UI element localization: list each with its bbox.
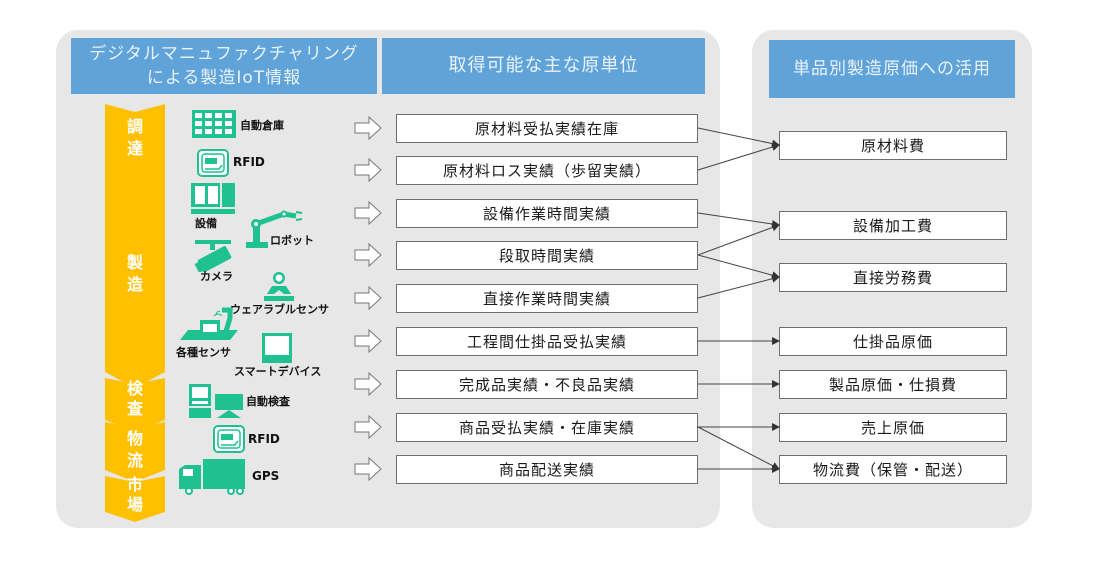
cost-item-direct-labor: 直接労務費 xyxy=(779,263,1007,292)
cost-item-wip-cost: 仕掛品原価 xyxy=(779,327,1007,356)
device-label: カメラ xyxy=(200,270,233,283)
connector-arrow-4 xyxy=(697,254,780,280)
device-label: 各種センサ xyxy=(176,346,231,359)
iot-panel xyxy=(56,30,720,528)
header-cost-usage: 単品別製造原価への活用 xyxy=(769,40,1015,98)
automated-inspection-icon xyxy=(189,384,243,418)
stage-inspection-label: 検 査 xyxy=(105,378,165,434)
hollow-arrow-icon xyxy=(354,201,382,225)
stage-label-char: 物 xyxy=(126,429,143,448)
hollow-arrow-icon xyxy=(354,329,382,353)
stage-label-char: 達 xyxy=(126,139,143,158)
device-label: 自動検査 xyxy=(246,395,290,408)
stage-procurement-label: 調 達 xyxy=(105,104,165,194)
metric-goods-delivery: 商品配送実績 xyxy=(396,455,698,484)
stage-label-char: 流 xyxy=(126,451,143,470)
device-label: RFID xyxy=(233,155,265,169)
hollow-arrow-icon xyxy=(354,372,382,396)
stage-label-char: 調 xyxy=(126,117,143,136)
cost-item-equipment-processing: 設備加工費 xyxy=(779,211,1007,240)
connector-arrow-5 xyxy=(697,274,780,299)
connector-arrow-1 xyxy=(697,143,780,171)
connector-arrow-2 xyxy=(697,212,780,228)
stage-procurement xyxy=(105,104,165,190)
device-label: ウェアラブルセンサ xyxy=(230,303,329,316)
metric-equipment-work-time: 設備作業時間実績 xyxy=(396,199,698,228)
stage-inspection xyxy=(105,378,165,432)
metric-goods-inventory: 商品受払実績・在庫実績 xyxy=(396,413,698,442)
device-label: スマートデバイス xyxy=(234,365,322,378)
header-iot-info: デジタルマニュファクチャリング による製造IoT情報 xyxy=(71,38,377,94)
cost-item-product-cost-spoilage: 製品原価・仕損費 xyxy=(779,370,1007,399)
metric-raw-material-loss: 原材料ロス実績（歩留実績） xyxy=(396,156,698,185)
various-sensors-icon xyxy=(180,307,238,340)
connector-arrow-9 xyxy=(697,426,780,470)
stage-market xyxy=(105,476,165,522)
metric-wip-receipts: 工程間仕掛品受払実績 xyxy=(396,327,698,356)
hollow-arrow-icon xyxy=(354,158,382,182)
metric-finished-defective: 完成品実績・不良品実績 xyxy=(396,370,698,399)
connector-arrow-0 xyxy=(697,127,780,148)
wearable-sensor-icon xyxy=(264,272,294,301)
truck-icon xyxy=(179,459,245,495)
device-label: 自動倉庫 xyxy=(240,119,284,132)
metric-direct-work-time: 直接作業時間実績 xyxy=(396,284,698,313)
hollow-arrow-icon xyxy=(354,415,382,439)
stage-logistics xyxy=(105,422,165,482)
cost-item-logistics-cost: 物流費（保管・配送） xyxy=(779,455,1007,484)
smart-device-icon xyxy=(262,333,292,363)
automated-warehouse-icon xyxy=(192,110,236,138)
header-iot-info-line2: による製造IoT情報 xyxy=(146,68,302,88)
hollow-arrow-icon xyxy=(354,243,382,267)
header-iot-info-line1: デジタルマニュファクチャリング xyxy=(89,44,359,64)
cost-item-raw-materials: 原材料費 xyxy=(779,131,1007,160)
hollow-arrow-icon xyxy=(354,286,382,310)
device-label: GPS xyxy=(252,469,280,483)
robot-arm-icon xyxy=(246,210,303,248)
stage-manufacturing-label: 製 造 xyxy=(105,168,165,390)
device-label: RFID xyxy=(248,432,280,446)
hollow-arrow-icon xyxy=(354,116,382,140)
camera-icon xyxy=(194,240,232,272)
stage-label-char: 市 xyxy=(126,475,143,494)
cost-item-cost-of-sales: 売上原価 xyxy=(779,413,1007,442)
stage-label-char: 検 xyxy=(126,379,143,398)
device-label: ロボット xyxy=(270,234,314,247)
connector-arrow-3 xyxy=(697,223,780,256)
stage-market-label: 市 場 xyxy=(105,475,165,524)
rfid-tag-icon xyxy=(197,149,229,177)
stage-label-char: 査 xyxy=(126,399,143,418)
rfid-tag-icon xyxy=(213,425,245,453)
equipment-icon xyxy=(191,183,235,214)
stage-label-char: 場 xyxy=(126,495,143,514)
stage-label-char: 造 xyxy=(126,275,143,294)
hollow-arrow-icon xyxy=(354,457,382,481)
metric-setup-time: 段取時間実績 xyxy=(396,241,698,270)
stage-manufacturing xyxy=(105,168,165,388)
device-label: 設備 xyxy=(195,217,217,230)
stage-logistics-label: 物 流 xyxy=(105,422,165,484)
stage-label-char: 製 xyxy=(126,253,143,272)
metric-raw-material-receipts: 原材料受払実績在庫 xyxy=(396,114,698,143)
header-unit-metrics: 取得可能な主な原単位 xyxy=(382,38,705,94)
